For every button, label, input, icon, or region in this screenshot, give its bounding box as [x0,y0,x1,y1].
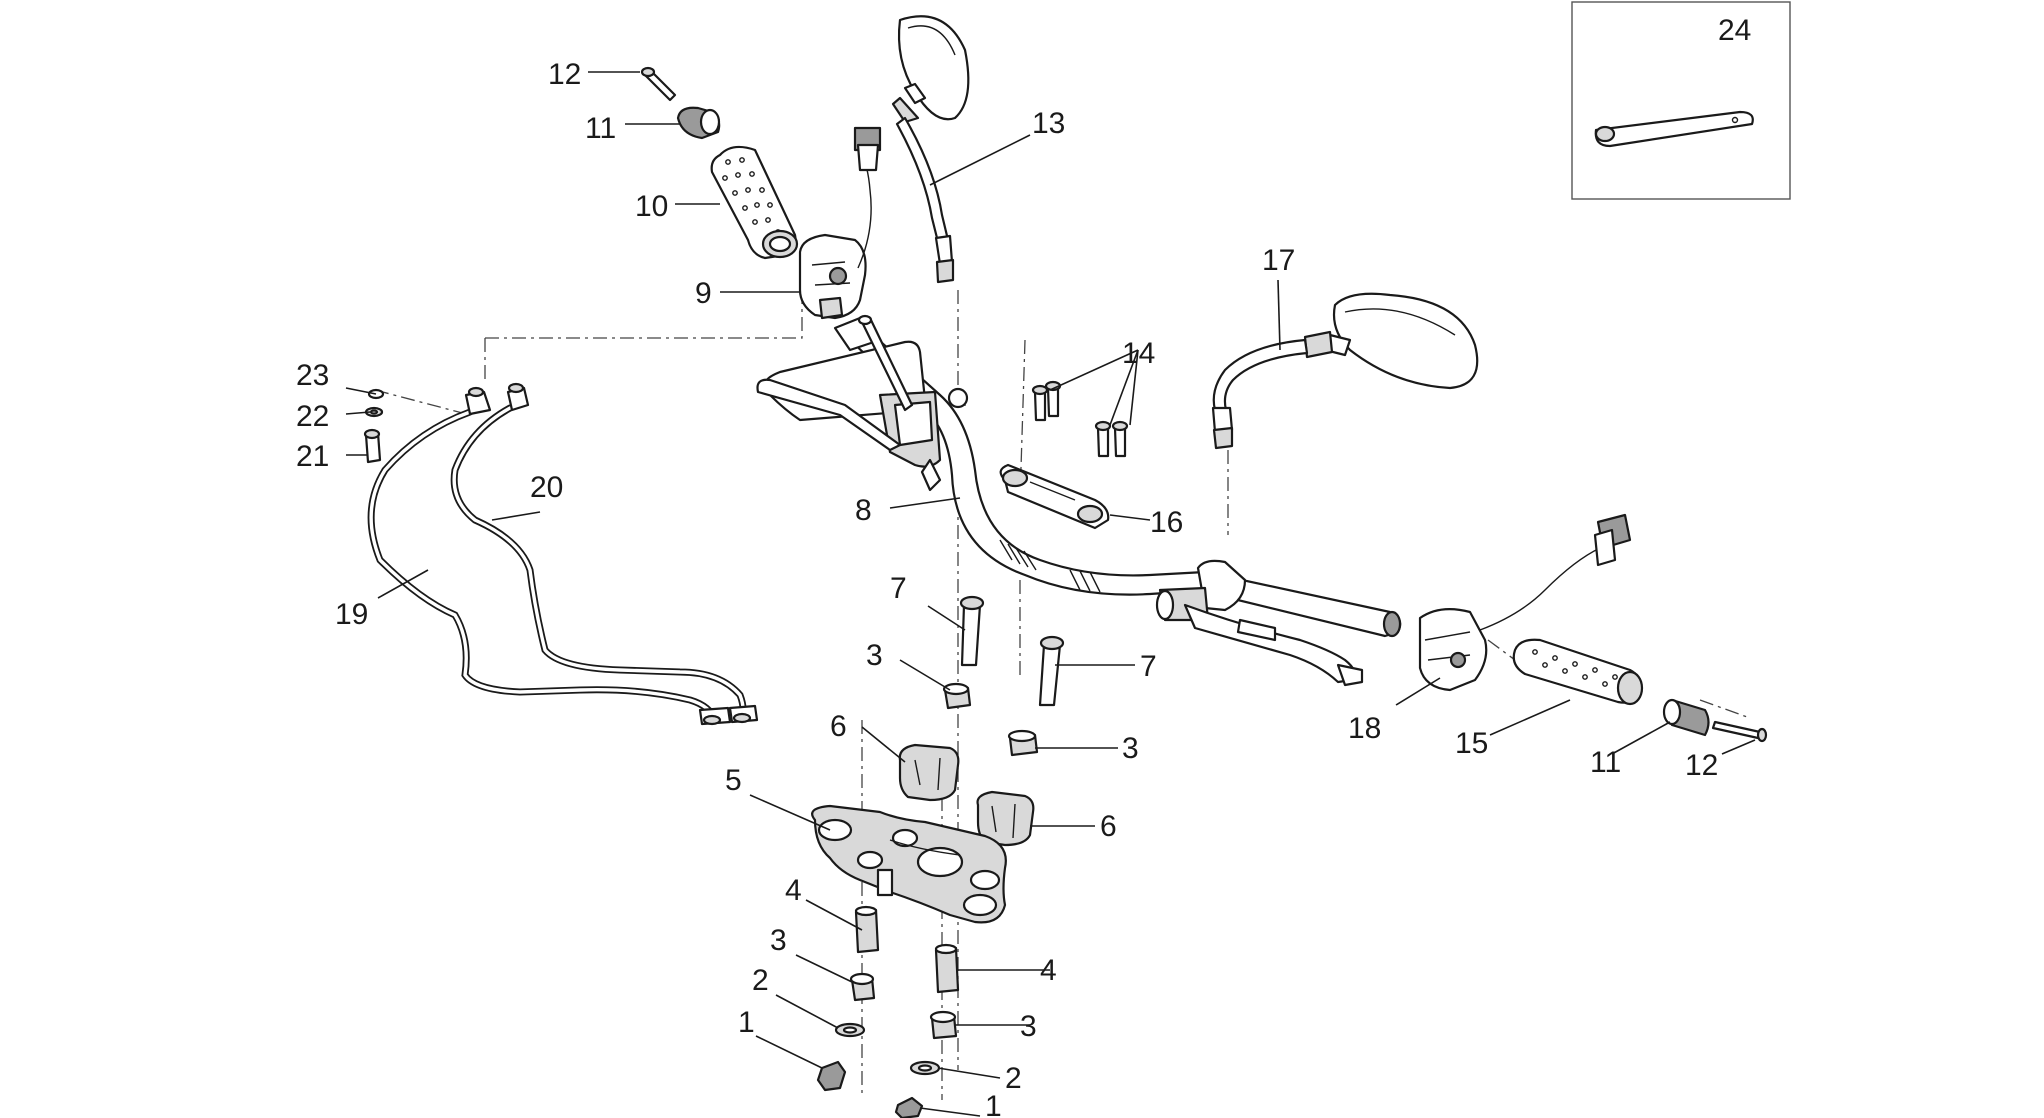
callout-1-right: 1 [985,1090,1002,1118]
right-lever-assembly [1155,559,1364,687]
left-master-cylinder [756,340,969,492]
left-grip-10 [710,145,799,260]
callout-6-left: 6 [830,710,847,743]
spacers-4 [854,905,960,994]
center-lines [374,290,1751,1100]
clamp-bolts-14 [1031,380,1129,458]
right-grip-15 [1512,638,1644,706]
inset-box-24 [1571,1,1791,200]
callout-5: 5 [725,764,742,797]
left-switch-9 [798,126,914,412]
callout-3-upper-right: 3 [1122,732,1139,765]
mirror-left-13 [891,15,970,284]
rubber-dampers-6 [898,743,1035,847]
callout-18: 18 [1348,712,1381,745]
right-bar-end-11 [1662,698,1710,737]
right-bar-end-screw-12 [1711,720,1768,743]
callout-1-left: 1 [738,1006,755,1039]
right-switch-18 [1418,513,1632,692]
mirror-right-17 [1211,292,1479,450]
callout-11-left: 11 [585,112,616,145]
callout-8: 8 [855,494,872,527]
callout-15: 15 [1455,727,1488,760]
callout-21: 21 [296,440,329,473]
callout-16: 16 [1150,506,1183,539]
callout-12-right: 12 [1685,749,1718,782]
handlebar-clamp-16 [999,463,1110,530]
nuts-1 [816,1060,924,1118]
hose-19 [367,408,719,724]
callout-4-left: 4 [785,874,802,907]
callout-12-left: 12 [548,58,581,91]
hose-20 [450,404,747,722]
callout-4-right: 4 [1040,954,1057,987]
callout-14: 14 [1122,337,1155,370]
top-yoke-5 [811,804,1007,924]
hose-fittings [464,382,759,726]
washers-2 [834,1022,941,1076]
riser-bolts-7 [959,595,1065,707]
callout-13: 13 [1032,107,1065,140]
callout-23: 23 [296,359,329,392]
callout-20: 20 [530,471,563,504]
callout-10: 10 [635,190,668,223]
callout-17: 17 [1262,244,1295,277]
callout-22: 22 [296,400,329,433]
leader-lines [345,71,1756,1117]
bushings-3 [849,682,1039,1040]
callout-3-lower-left: 3 [770,924,787,957]
left-bar-end-11 [676,106,721,140]
callout-11-right: 11 [1590,746,1621,779]
callout-3-upper-left: 3 [866,639,883,672]
fittings-21-23 [363,388,385,464]
callout-24: 24 [1718,14,1751,47]
callout-6-right: 6 [1100,810,1117,843]
callout-7-lower: 7 [1140,650,1157,683]
callout-2-right: 2 [1005,1062,1022,1095]
callout-2-left: 2 [752,964,769,997]
callout-19: 19 [335,598,368,631]
callout-7-upper: 7 [890,572,907,605]
callout-3-lower-right: 3 [1020,1010,1037,1043]
callout-9: 9 [695,277,712,310]
left-bar-end-screw-12 [640,66,677,102]
callout-labels: 12 11 10 9 13 17 14 16 8 23 22 21 20 19 … [296,14,1751,1118]
